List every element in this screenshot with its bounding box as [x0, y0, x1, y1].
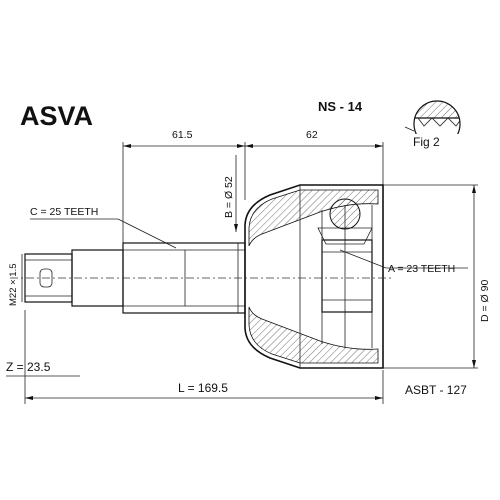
- outer-diameter-dimension: D = Ø 90: [383, 184, 491, 369]
- figure-label: Fig 2: [413, 135, 440, 149]
- shaft-length-label: 61.5: [172, 129, 193, 141]
- inner-teeth-label: A = 23 TEETH: [388, 263, 455, 275]
- reference-number: ASBT - 127: [405, 383, 467, 397]
- housing-length-label: 62: [306, 129, 318, 141]
- thread-dimension: M22 × 1.5: [8, 254, 23, 306]
- fig-2-detail: Fig 2: [404, 100, 465, 149]
- length-dimensions: 61.5 62: [122, 129, 384, 312]
- outer-diameter-label: D = Ø 90: [479, 280, 491, 322]
- seal-diameter-dimension: B = Ø 52: [223, 155, 238, 232]
- brand-logo: ASVA: [20, 101, 93, 131]
- abs-teeth-callout: Z = 23.5: [6, 360, 80, 377]
- total-length-dimension: L = 169.5: [24, 310, 384, 404]
- inner-teeth-callout: A = 23 TEETH: [339, 249, 468, 275]
- thread-label: M22 × 1.5: [8, 263, 19, 306]
- outer-teeth-label: C = 25 TEETH: [30, 206, 98, 218]
- abs-teeth-label: Z = 23.5: [6, 360, 51, 374]
- total-length-label: L = 169.5: [178, 381, 228, 395]
- seal-diameter-label: B = Ø 52: [223, 176, 235, 218]
- outer-teeth-callout: C = 25 TEETH: [30, 206, 177, 249]
- part-number: NS - 14: [318, 99, 363, 114]
- cv-joint-housing: [244, 184, 384, 369]
